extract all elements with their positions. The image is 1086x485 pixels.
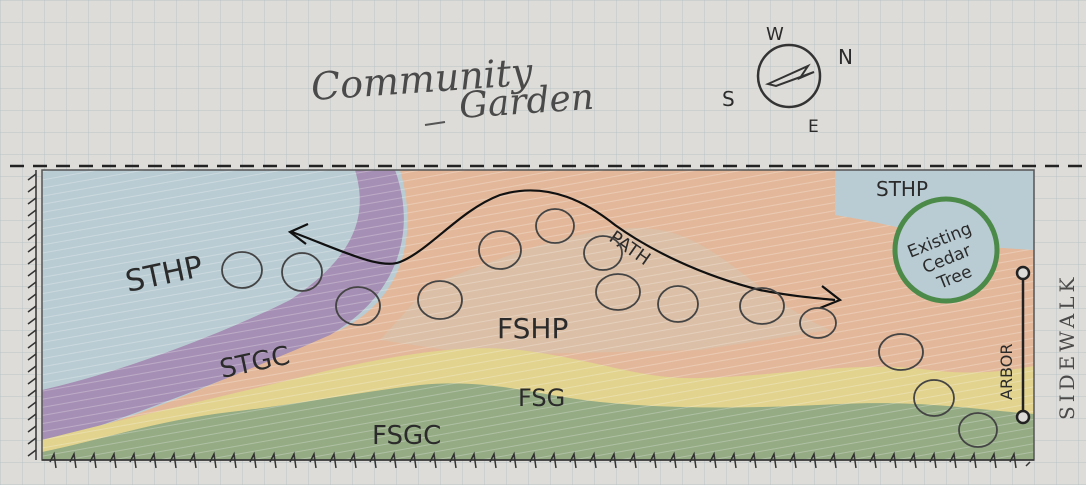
arbor: ARBOR: [997, 265, 1031, 425]
stepping-stone: [281, 252, 323, 292]
stepping-stone: [535, 208, 575, 244]
stepping-stone: [221, 251, 263, 289]
compass-e: E: [808, 117, 819, 137]
bottom-edge-hatching: [42, 451, 1034, 469]
sidewalk-label: SIDEWALK: [1055, 274, 1079, 420]
compass-w: W: [766, 24, 784, 45]
stepping-stone: [958, 412, 998, 448]
arbor-label: ARBOR: [997, 344, 1016, 400]
stepping-stone: [799, 307, 837, 339]
arbor-post-top: [1015, 265, 1031, 281]
compass-n: N: [838, 45, 853, 69]
title-line-2: Garden: [458, 77, 595, 127]
stepping-stone: [417, 280, 463, 320]
stepping-stone: [478, 230, 522, 270]
zone-label-fshp: FSHP: [497, 312, 568, 345]
stepping-stone: [913, 379, 955, 417]
path-arrowhead-left-icon: [287, 222, 309, 245]
path-arrowhead-right-icon: [819, 285, 843, 310]
zone-label-sthp-right: STHP: [876, 177, 928, 201]
zone-label-fsg: FSG: [518, 384, 565, 412]
stepping-stone: [878, 333, 924, 371]
compass-s: S: [722, 87, 735, 111]
tree-canopy-circle: [892, 196, 1000, 304]
stepping-stone: [657, 285, 699, 323]
compass-circle: [756, 43, 822, 109]
stepping-stone: [595, 273, 641, 311]
arbor-post-bottom: [1015, 409, 1031, 425]
stepping-stone: [739, 287, 785, 325]
stepping-stone: [583, 235, 623, 271]
path-arrow-line: [291, 189, 836, 302]
left-edge-hatching: [27, 170, 37, 460]
title-dash: [424, 121, 446, 126]
stepping-stones: [221, 208, 998, 448]
compass-rose: W N S E: [722, 24, 853, 137]
stepping-stone: [335, 286, 381, 326]
compass-arrow-icon: [764, 63, 815, 88]
existing-cedar-tree: Existing Cedar Tree: [892, 196, 1000, 304]
zone-label-fsgc: FSGC: [372, 421, 441, 451]
